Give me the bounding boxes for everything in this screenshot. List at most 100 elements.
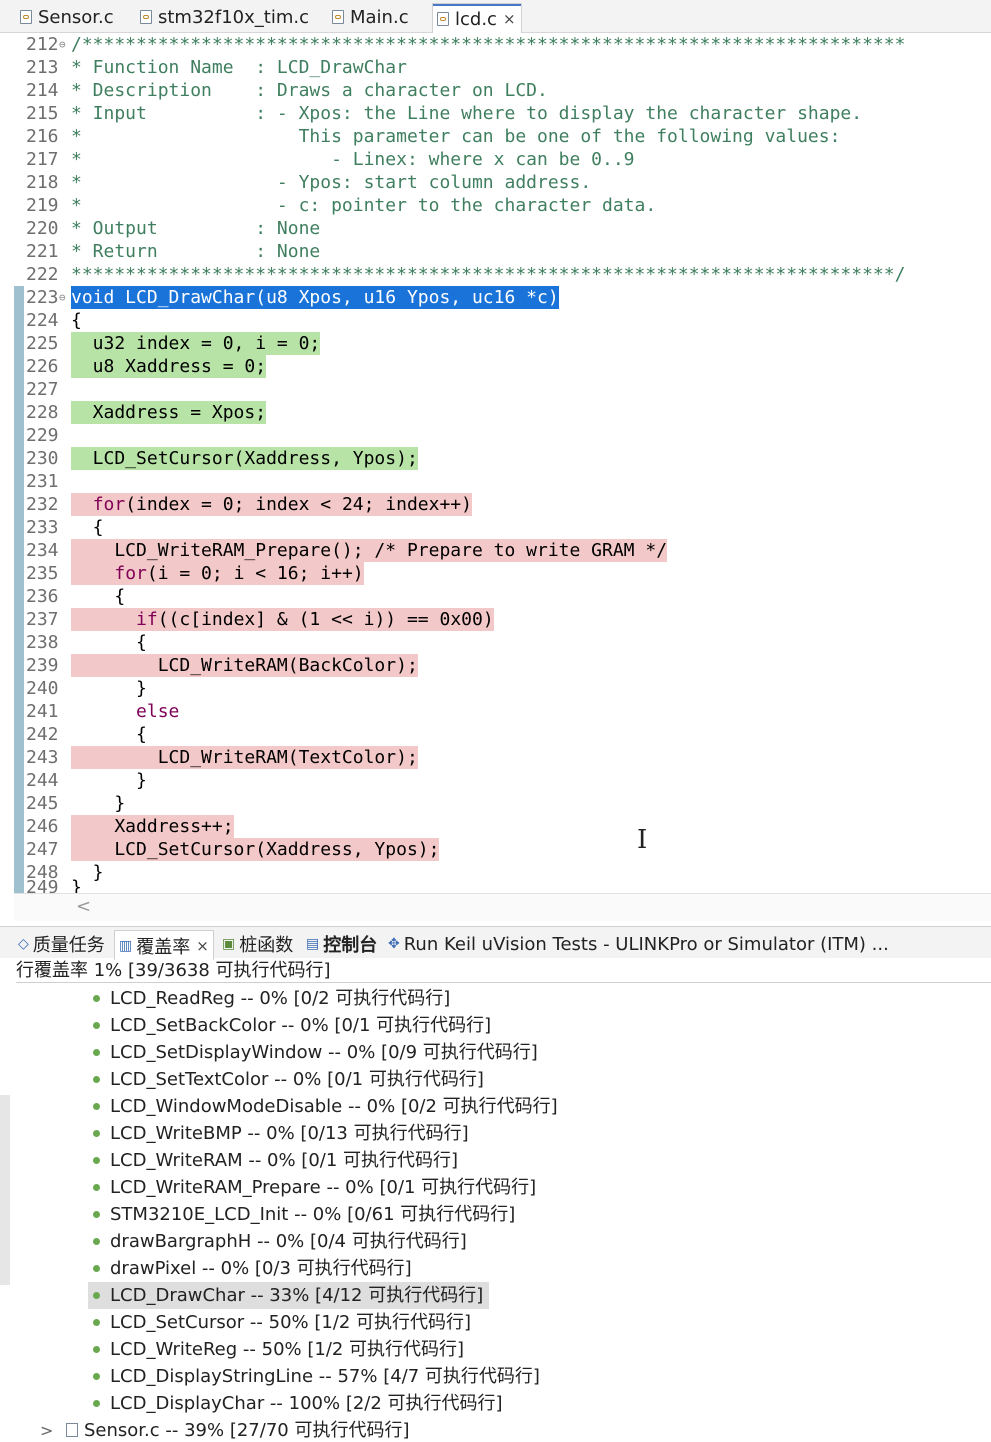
function-status-icon xyxy=(93,1318,100,1326)
code-line[interactable]: 214* Description : Draws a character on … xyxy=(0,79,991,102)
code-line[interactable]: 232 for(index = 0; index < 24; index++) xyxy=(0,493,991,516)
coverage-function-item[interactable]: LCD_DisplayStringLine -- 57% [4/7 可执行代码行… xyxy=(88,1363,546,1390)
line-number: 237 xyxy=(26,609,59,630)
fold-icon[interactable]: ⊖ xyxy=(59,291,66,304)
tab-coverage[interactable]: ▥ 覆盖率 × xyxy=(114,930,214,960)
code-line[interactable]: 234 LCD_WriteRAM_Prepare(); /* Prepare t… xyxy=(0,539,991,562)
code-text: LCD_SetCursor(Xaddress, Ypos); xyxy=(71,838,440,861)
code-line[interactable]: 221* Return : None xyxy=(0,240,991,263)
function-status-icon xyxy=(93,1372,100,1380)
coverage-function-item[interactable]: LCD_WindowModeDisable -- 0% [0/2 可执行代码行] xyxy=(88,1093,564,1120)
coverage-function-item[interactable]: drawBargraphH -- 0% [0/4 可执行代码行] xyxy=(88,1228,473,1255)
line-number: 235 xyxy=(26,563,59,584)
coverage-function-item[interactable]: drawPixel -- 0% [0/3 可执行代码行] xyxy=(88,1255,418,1282)
code-line[interactable]: 247 LCD_SetCursor(Xaddress, Ypos); xyxy=(0,838,991,861)
code-line[interactable]: 237 if((c[index] & (1 << i)) == 0x00) xyxy=(0,608,991,631)
coverage-ruler xyxy=(14,286,24,893)
coverage-item-label: LCD_SetCursor -- 50% [1/2 可执行代码行] xyxy=(110,1312,472,1333)
code-line[interactable]: 223⊖void LCD_DrawChar(u8 Xpos, u16 Ypos,… xyxy=(0,286,991,309)
tab-stm32f10x-tim-c[interactable]: stm32f10x_tim.c xyxy=(136,2,326,32)
code-line[interactable]: 231 xyxy=(0,470,991,493)
code-line[interactable]: 215* Input : - Xpos: the Line where to d… xyxy=(0,102,991,125)
scroll-left-icon[interactable]: < xyxy=(76,896,92,917)
coverage-file-label: Sensor.c -- 39% [27/70 可执行代码行] xyxy=(84,1420,410,1441)
code-line[interactable]: 229 xyxy=(0,424,991,447)
line-number: 242 xyxy=(26,724,59,745)
code-line[interactable]: 227 xyxy=(0,378,991,401)
code-line[interactable]: 217 * - Linex: where x can be 0..9 xyxy=(0,148,991,171)
coverage-function-item[interactable]: LCD_WriteBMP -- 0% [0/13 可执行代码行] xyxy=(88,1120,475,1147)
coverage-item-label: LCD_DrawChar -- 33% [4/12 可执行代码行] xyxy=(110,1285,484,1306)
code-line[interactable]: 242 { xyxy=(0,723,991,746)
code-line[interactable]: 241 else xyxy=(0,700,991,723)
code-line[interactable]: 245 } xyxy=(0,792,991,815)
tab-quality-tasks[interactable]: ◇ 质量任务 xyxy=(18,931,105,957)
horizontal-scrollbar[interactable]: < xyxy=(14,893,991,921)
coverage-function-item[interactable]: LCD_SetTextColor -- 0% [0/1 可执行代码行] xyxy=(88,1066,490,1093)
code-line[interactable]: 228 Xaddress = Xpos; xyxy=(0,401,991,424)
coverage-item-label: LCD_ReadReg -- 0% [0/2 可执行代码行] xyxy=(110,988,451,1009)
chevron-right-icon[interactable]: > xyxy=(40,1421,54,1440)
code-line[interactable]: 244 } xyxy=(0,769,991,792)
code-line[interactable]: 226 u8 Xaddress = 0; xyxy=(0,355,991,378)
coverage-function-item[interactable]: LCD_SetDisplayWindow -- 0% [0/9 可执行代码行] xyxy=(88,1039,544,1066)
code-line[interactable]: 249} xyxy=(0,876,991,893)
side-scrollbar[interactable] xyxy=(0,1095,10,1285)
coverage-function-item[interactable]: LCD_DrawChar -- 33% [4/12 可执行代码行] xyxy=(88,1282,490,1309)
code-line[interactable]: 236 { xyxy=(0,585,991,608)
tab-sensor-c[interactable]: Sensor.c xyxy=(16,2,134,32)
code-line[interactable]: 225 u32 index = 0, i = 0; xyxy=(0,332,991,355)
tab-console[interactable]: ▤ 控制台 xyxy=(306,931,377,957)
line-number: 233 xyxy=(26,517,59,538)
code-line[interactable]: 233 { xyxy=(0,516,991,539)
code-text: LCD_WriteRAM_Prepare(); /* Prepare to wr… xyxy=(71,539,668,562)
code-line[interactable]: 239 LCD_WriteRAM(BackColor); xyxy=(0,654,991,677)
code-line[interactable]: 248 } xyxy=(0,861,991,884)
coverage-function-item[interactable]: LCD_ReadReg -- 0% [0/2 可执行代码行] xyxy=(88,985,456,1012)
coverage-function-item[interactable]: LCD_SetBackColor -- 0% [0/1 可执行代码行] xyxy=(88,1012,497,1039)
coverage-function-item[interactable]: LCD_SetCursor -- 50% [1/2 可执行代码行] xyxy=(88,1309,477,1336)
code-line[interactable]: 222*************************************… xyxy=(0,263,991,286)
close-icon[interactable]: × xyxy=(196,936,209,955)
line-number: 215 xyxy=(26,103,59,124)
fold-icon[interactable]: ⊖ xyxy=(59,38,66,51)
line-number: 217 xyxy=(26,149,59,170)
function-status-icon xyxy=(93,1291,100,1299)
tab-lcd-c[interactable]: lcd.c × xyxy=(432,3,522,34)
code-line[interactable]: 219* - c: pointer to the character data. xyxy=(0,194,991,217)
code-text: * - Linex: where x can be 0..9 xyxy=(71,149,635,170)
code-line[interactable]: 224{ xyxy=(0,309,991,332)
code-text: { xyxy=(71,517,104,538)
coverage-function-item[interactable]: LCD_WriteRAM_Prepare -- 0% [0/1 可执行代码行] xyxy=(88,1174,542,1201)
close-icon[interactable]: × xyxy=(502,10,516,28)
coverage-function-item[interactable]: LCD_WriteRAM -- 0% [0/1 可执行代码行] xyxy=(88,1147,464,1174)
code-line[interactable]: 213* Function Name : LCD_DrawChar xyxy=(0,56,991,79)
tab-main-c[interactable]: Main.c xyxy=(328,2,428,32)
tab-run-tests[interactable]: ✥ Run Keil uVision Tests - ULINKPro or S… xyxy=(388,931,889,957)
function-status-icon xyxy=(93,1210,100,1218)
coverage-tree: LCD_ReadReg -- 0% [0/2 可执行代码行] LCD_SetBac… xyxy=(0,985,991,1442)
code-line[interactable]: 216* This parameter can be one of the fo… xyxy=(0,125,991,148)
code-line[interactable]: 240 } xyxy=(0,677,991,700)
tab-stubs[interactable]: ▣ 桩函数 xyxy=(222,931,293,957)
line-number: 245 xyxy=(26,793,59,814)
line-number: 218 xyxy=(26,172,59,193)
coverage-function-item[interactable]: STM3210E_LCD_Init -- 0% [0/61 可执行代码行] xyxy=(88,1201,521,1228)
line-number: 229 xyxy=(26,425,59,446)
code-text: { xyxy=(71,724,147,745)
code-line[interactable]: 238 { xyxy=(0,631,991,654)
code-line[interactable]: 218 * - Ypos: start column address. xyxy=(0,171,991,194)
code-line[interactable]: 212⊖/***********************************… xyxy=(0,33,991,56)
coverage-file-item[interactable]: > Sensor.c -- 39% [27/70 可执行代码行] xyxy=(40,1417,409,1442)
code-text: * - Ypos: start column address. xyxy=(71,172,592,193)
code-line[interactable]: 220* Output : None xyxy=(0,217,991,240)
coverage-function-item[interactable]: LCD_DisplayChar -- 100% [2/2 可执行代码行] xyxy=(88,1390,509,1417)
line-number: 220 xyxy=(26,218,59,239)
coverage-function-item[interactable]: LCD_WriteReg -- 50% [1/2 可执行代码行] xyxy=(88,1336,470,1363)
code-line[interactable]: 235 for(i = 0; i < 16; i++) xyxy=(0,562,991,585)
code-line[interactable]: 230 LCD_SetCursor(Xaddress, Ypos); xyxy=(0,447,991,470)
line-number: 246 xyxy=(26,816,59,837)
code-line[interactable]: 246 Xaddress++; xyxy=(0,815,991,838)
code-line[interactable]: 243 LCD_WriteRAM(TextColor); xyxy=(0,746,991,769)
code-editor[interactable]: 212⊖/***********************************… xyxy=(0,33,991,893)
